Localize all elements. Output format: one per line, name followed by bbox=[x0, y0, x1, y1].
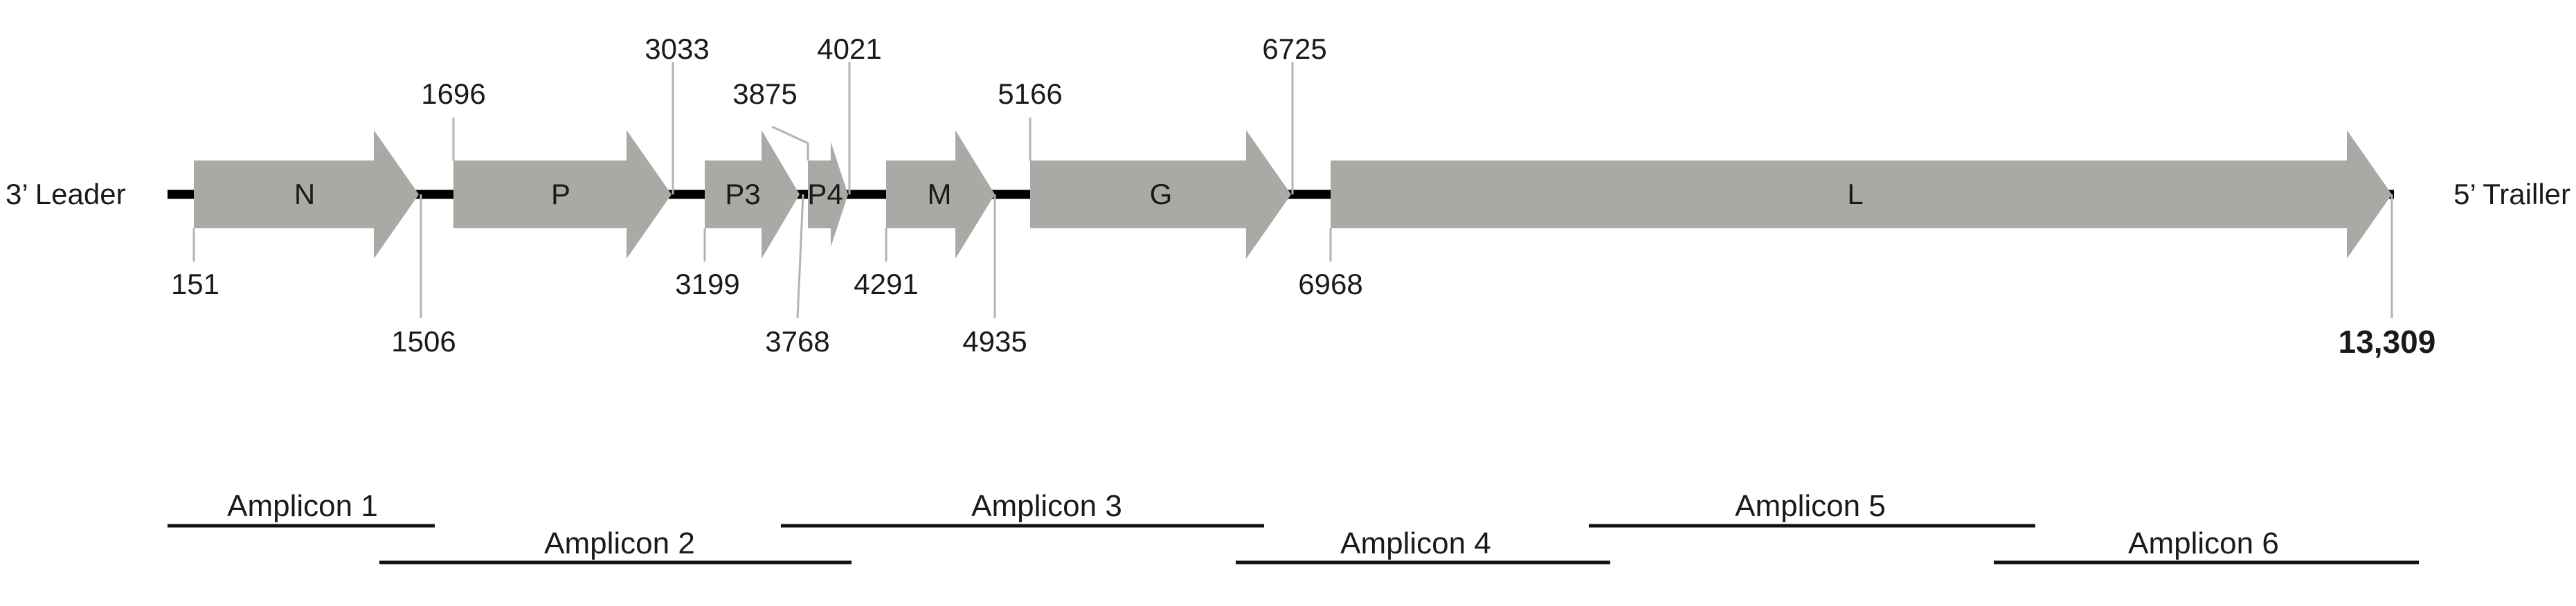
amplicon-5-label: Amplicon 5 bbox=[1735, 489, 1886, 523]
position-label-6725: 6725 bbox=[1262, 33, 1326, 65]
position-label-3875: 3875 bbox=[732, 77, 797, 110]
position-label-3199: 3199 bbox=[675, 268, 739, 300]
position-label-4021: 4021 bbox=[817, 33, 881, 65]
gene-arrow-n bbox=[194, 130, 419, 259]
gene-label-p3: P3 bbox=[725, 178, 760, 210]
position-label-1506: 1506 bbox=[391, 325, 456, 358]
position-label-3033: 3033 bbox=[645, 33, 709, 65]
position-label-13309: 13,309 bbox=[2339, 324, 2436, 360]
gene-label-g: G bbox=[1150, 178, 1173, 210]
gene-arrow-g bbox=[1030, 130, 1291, 259]
gene-label-m: M bbox=[928, 178, 952, 210]
amplicon-lines bbox=[168, 524, 2419, 564]
position-ticks bbox=[192, 62, 2393, 319]
tick-3875 bbox=[771, 125, 809, 160]
tick-3768 bbox=[796, 194, 804, 319]
trailer-label: 5’ Trailler bbox=[2453, 178, 2570, 210]
gene-arrow-p3 bbox=[705, 130, 800, 259]
amplicon-3-label: Amplicon 3 bbox=[971, 489, 1122, 523]
gene-arrow-l bbox=[1331, 130, 2392, 259]
gene-label-n: N bbox=[294, 178, 315, 210]
position-label-3768: 3768 bbox=[765, 325, 829, 358]
position-label-1696: 1696 bbox=[421, 77, 485, 110]
leader-label: 3’ Leader bbox=[6, 178, 126, 210]
amplicon-2-label: Amplicon 2 bbox=[544, 526, 695, 560]
gene-arrow-p bbox=[453, 130, 672, 259]
amplicon-6-label: Amplicon 6 bbox=[2128, 526, 2279, 560]
gene-label-l: L bbox=[1847, 178, 1863, 210]
position-label-4935: 4935 bbox=[962, 325, 1027, 358]
gene-arrow-p4 bbox=[808, 142, 848, 247]
gene-arrow-m bbox=[886, 130, 995, 259]
position-label-5166: 5166 bbox=[998, 77, 1062, 110]
gene-label-p4: P4 bbox=[807, 178, 843, 210]
amplicon-1-label: Amplicon 1 bbox=[227, 489, 378, 523]
position-label-151: 151 bbox=[171, 268, 219, 300]
amplicon-4-label: Amplicon 4 bbox=[1340, 526, 1491, 560]
position-label-6968: 6968 bbox=[1298, 268, 1362, 300]
position-label-4291: 4291 bbox=[854, 268, 918, 300]
gene-label-p: P bbox=[551, 178, 570, 210]
